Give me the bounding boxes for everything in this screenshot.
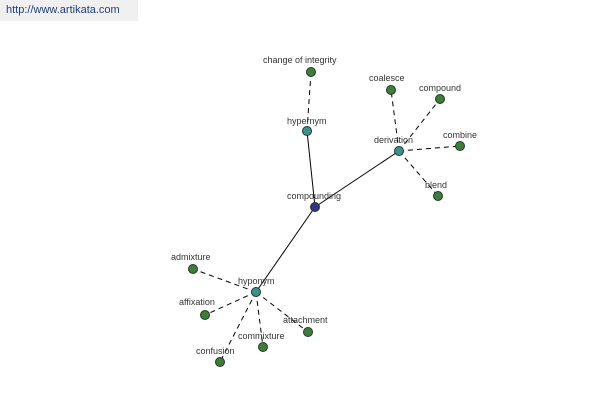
node-label-affixation[interactable]: affixation [179,297,215,307]
edge-hyponym-commixture [255,291,264,348]
node-dot-compound[interactable] [435,94,445,104]
node-label-compound[interactable]: compound [419,83,461,93]
node-dot-attachment[interactable] [303,327,313,337]
node-label-confusion[interactable]: confusion [196,346,235,356]
node-dot-derivation[interactable] [394,146,404,156]
edge-hyponym-admixture [192,268,257,293]
node-label-derivation[interactable]: derivation [374,135,413,145]
node-affixation[interactable]: affixation [179,297,215,320]
node-dot-commixture[interactable] [258,342,268,352]
node-dot-hyponym[interactable] [251,287,261,297]
node-coalesce[interactable]: coalesce [369,73,405,95]
edge-derivation-compound [398,98,441,152]
node-label-change-of-integrity[interactable]: change of integrity [263,55,337,65]
node-label-admixture[interactable]: admixture [171,252,211,262]
edge-compounding-hyponym [255,206,316,293]
node-blend[interactable]: blend [425,180,447,201]
node-label-commixture[interactable]: commixture [238,331,285,341]
node-hyponym[interactable]: hyponym [238,276,275,297]
node-commixture[interactable]: commixture [238,331,285,352]
node-dot-affixation[interactable] [200,310,210,320]
edge-hyponym-confusion [219,291,257,363]
node-derivation[interactable]: derivation [374,135,413,156]
node-dot-hypernym[interactable] [302,126,312,136]
edge-derivation-coalesce [390,89,400,152]
edge-compounding-hypernym [306,130,316,208]
node-label-blend[interactable]: blend [425,180,447,190]
edge-hypernym-change-of-integrity [306,71,312,132]
node-label-hyponym[interactable]: hyponym [238,276,275,286]
node-label-combine[interactable]: combine [443,130,477,140]
node-dot-change-of-integrity[interactable] [306,67,316,77]
node-change-of-integrity[interactable]: change of integrity [263,55,337,77]
node-compound[interactable]: compound [419,83,461,104]
node-confusion[interactable]: confusion [196,346,235,367]
node-dot-admixture[interactable] [188,264,198,274]
node-dot-combine[interactable] [455,141,465,151]
edge-derivation-combine [398,145,461,152]
graph-nodes: compounding hypernym derivation hyponym chan… [171,55,477,367]
edge-compounding-derivation [314,150,400,208]
node-dot-confusion[interactable] [215,357,225,367]
node-dot-compounding[interactable] [310,202,320,212]
site-url[interactable]: http://www.artikata.com [0,0,138,21]
node-label-attachment[interactable]: attachment [283,315,328,325]
node-label-coalesce[interactable]: coalesce [369,73,405,83]
edge-derivation-blend [398,150,439,197]
node-combine[interactable]: combine [443,130,477,151]
node-dot-blend[interactable] [433,191,443,201]
node-compounding[interactable]: compounding [287,191,341,212]
node-label-compounding[interactable]: compounding [287,191,341,201]
edge-hyponym-attachment [255,291,309,333]
graph-edges [192,71,461,363]
edge-hyponym-affixation [204,291,257,316]
node-attachment[interactable]: attachment [283,315,328,337]
node-label-hypernym[interactable]: hypernym [287,116,327,126]
node-dot-coalesce[interactable] [386,85,396,95]
node-admixture[interactable]: admixture [171,252,211,274]
node-hypernym[interactable]: hypernym [287,116,327,136]
